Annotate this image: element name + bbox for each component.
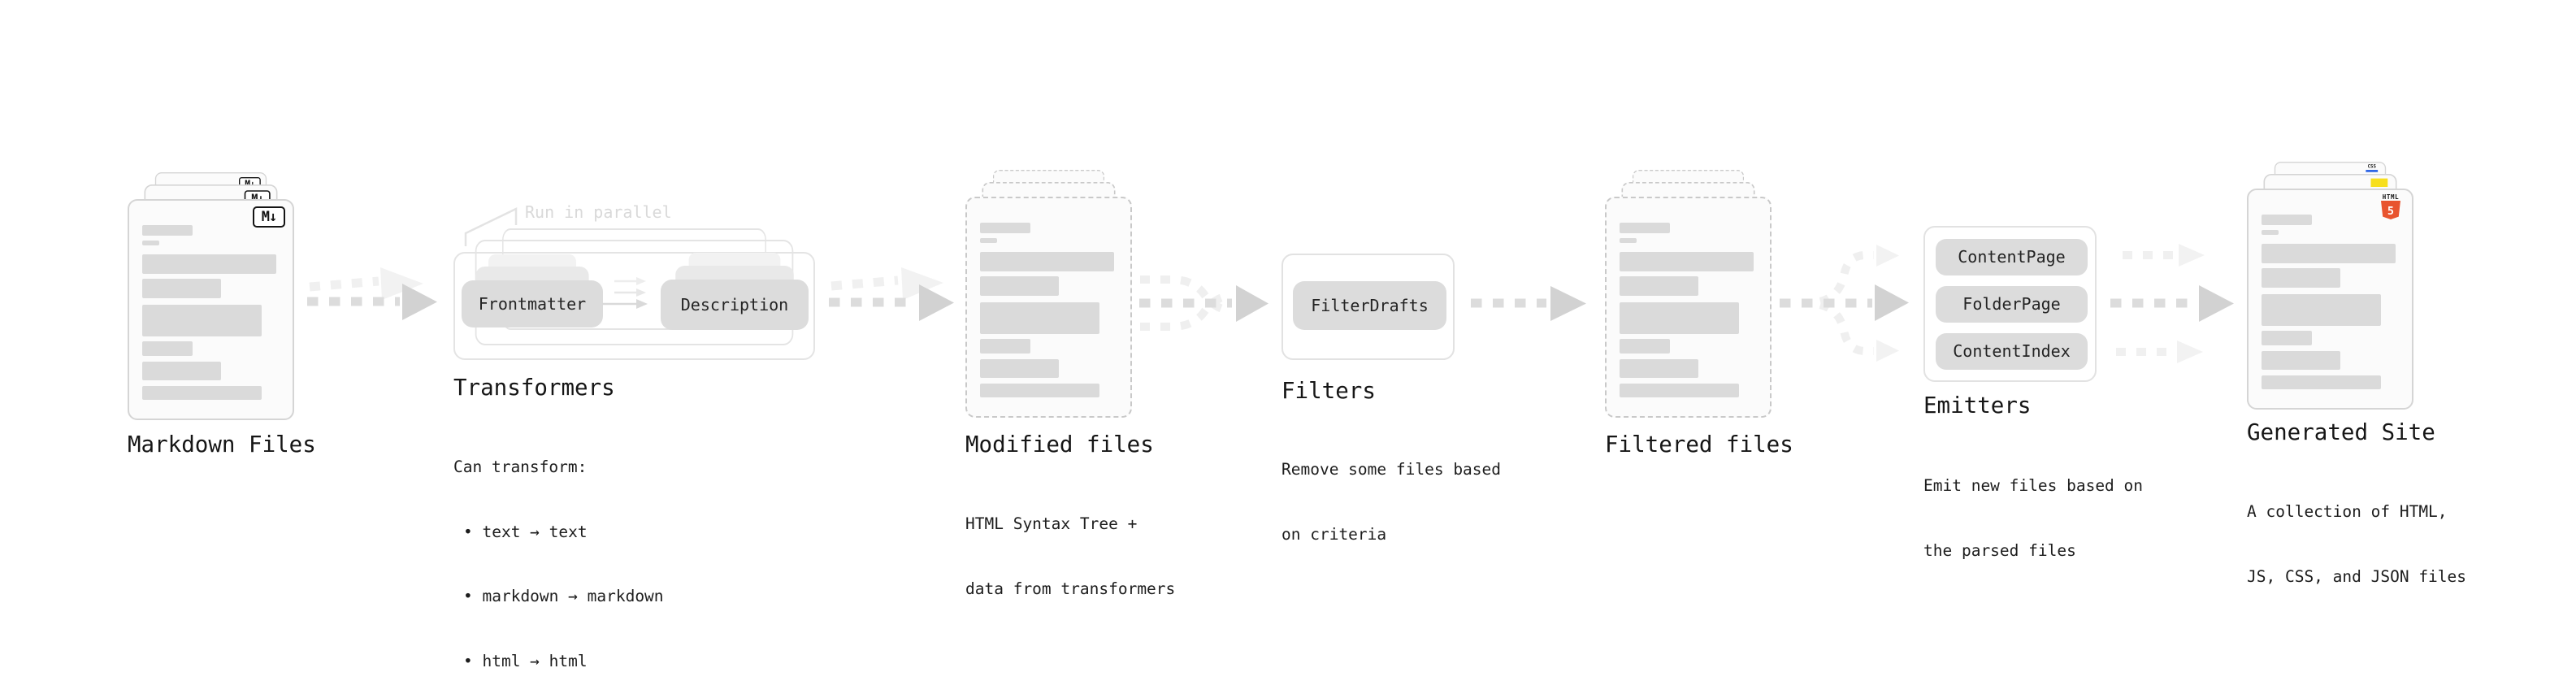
filtered-doc-front (1605, 197, 1772, 418)
markdown-files-stack: M↓ M↓ M↓ (128, 172, 294, 420)
generated-site-stack: CSS HTML 5 (2247, 162, 2413, 414)
folderpage-pill: FolderPage (1936, 286, 2088, 323)
emitters-box: ContentPage FolderPage ContentIndex (1923, 226, 2097, 382)
css-icon: CSS (2366, 164, 2379, 172)
placeholder-text-bars (1620, 223, 1757, 397)
arrow-modified-to-filters (1139, 275, 1268, 331)
arrow-markdown-to-transformers (307, 267, 437, 320)
filters-box: FilterDrafts (1281, 254, 1455, 360)
arrow-filters-to-filtered (1471, 286, 1586, 321)
filtered-files-label: Filtered files (1605, 432, 1793, 458)
run-in-parallel-note: Run in parallel (525, 202, 672, 222)
markdown-icon: M↓ (253, 206, 285, 228)
generated-site-label: Generated Site (2247, 419, 2435, 445)
arrow-emitters-to-generated-bottom (2116, 340, 2203, 363)
arrow-emitters-to-generated-top (2123, 244, 2205, 267)
contentindex-pill: ContentIndex (1936, 333, 2088, 370)
svg-text:5: 5 (2387, 205, 2394, 218)
transformers-label: Transformers (453, 375, 615, 401)
modified-files-stack (965, 170, 1132, 420)
transformer-box-front (453, 252, 815, 360)
filters-label: Filters (1281, 378, 1376, 404)
filtered-files-stack (1605, 170, 1772, 420)
transformers-description: Can transform: • text → text • markdown … (453, 458, 664, 670)
arrow-filtered-to-emitters (1780, 245, 1909, 362)
filters-description: Remove some files based on criteria (1281, 460, 1502, 544)
emitters-label: Emitters (1923, 393, 2032, 419)
placeholder-text-bars (2262, 215, 2399, 389)
contentpage-pill: ContentPage (1936, 239, 2088, 275)
generated-doc-front: HTML 5 (2247, 189, 2413, 410)
html5-icon: HTML 5 (2381, 193, 2400, 219)
javascript-icon (2370, 178, 2388, 187)
modified-files-description: HTML Syntax Tree + data from transformer… (965, 514, 1176, 598)
markdown-doc-front: M↓ (128, 199, 294, 420)
emitters-description: Emit new files based on the parsed files (1923, 476, 2144, 560)
frontmatter-pill: Frontmatter (462, 280, 603, 327)
markdown-files-label: Markdown Files (128, 432, 316, 458)
modified-doc-front (965, 197, 1132, 418)
placeholder-text-bars (142, 225, 280, 400)
arrow-emitters-to-generated-middle (2110, 285, 2234, 322)
description-pill: Description (661, 280, 809, 330)
arrow-transformers-to-modified (829, 267, 954, 321)
filterdrafts-pill: FilterDrafts (1293, 281, 1446, 330)
generated-site-description: A collection of HTML, JS, CSS, and JSON … (2247, 502, 2467, 586)
placeholder-text-bars (980, 223, 1117, 397)
modified-files-label: Modified files (965, 432, 1154, 458)
